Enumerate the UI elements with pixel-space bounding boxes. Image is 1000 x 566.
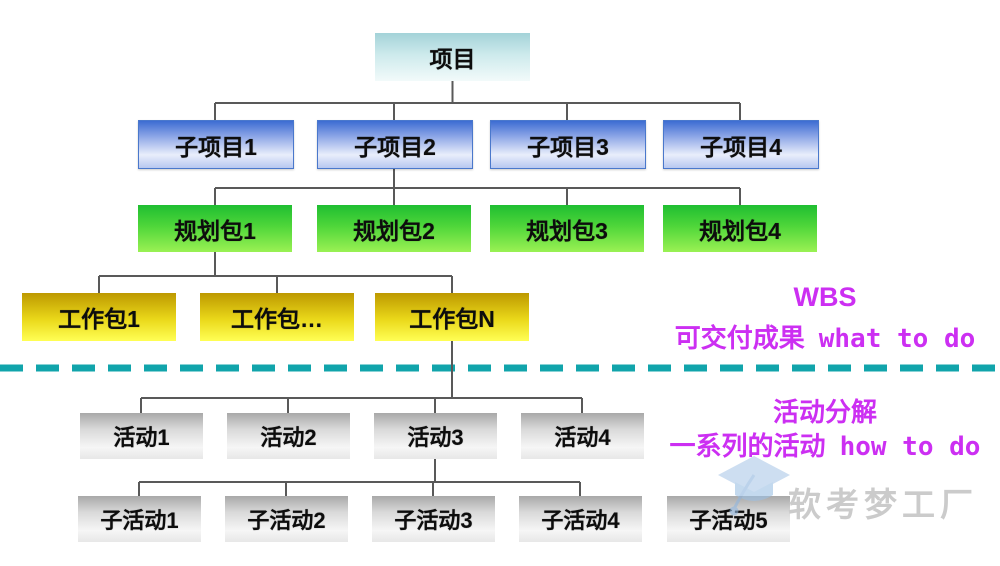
wbs-label: WBS xyxy=(793,282,857,312)
node-planning-package-1: 规划包1 xyxy=(138,205,292,252)
wbs-annotation-title: WBS xyxy=(650,282,1000,313)
node-activity-4: 活动4 xyxy=(521,413,644,459)
connector-project-subprojects xyxy=(214,81,741,120)
node-subproject-4: 子项目4 xyxy=(663,120,819,169)
node-planning-package-4: 规划包4 xyxy=(663,205,817,252)
connector-activity-subactivities xyxy=(138,459,581,496)
watermark-text: 软考梦工厂 xyxy=(788,486,978,523)
connector-workpackage-activities xyxy=(140,341,583,413)
node-work-package-n: 工作包N xyxy=(375,293,529,341)
node-work-package-1: 工作包1 xyxy=(22,293,176,341)
activity-annotation-line: 一系列的活动 how to do xyxy=(645,426,1000,463)
node-subactivity-5: 子活动5 xyxy=(667,496,790,542)
activity-annotation-title: 活动分解 xyxy=(650,392,1000,429)
wbs-what-to-do-text: what to do xyxy=(818,324,976,354)
graduation-cap-icon xyxy=(718,456,790,516)
wbs-deliverable-text: 可交付成果 xyxy=(674,323,805,353)
node-work-package-ellipsis: 工作包… xyxy=(200,293,354,341)
node-planning-package-2: 规划包2 xyxy=(317,205,471,252)
node-project: 项目 xyxy=(375,33,530,81)
wbs-annotation-line: 可交付成果 what to do xyxy=(645,318,1000,355)
activity-decomposition-label: 活动分解 xyxy=(772,397,877,427)
node-planning-package-3: 规划包3 xyxy=(490,205,644,252)
node-subproject-3: 子项目3 xyxy=(490,120,646,169)
node-subactivity-3: 子活动3 xyxy=(372,496,495,542)
node-activity-1: 活动1 xyxy=(80,413,203,459)
connector-planning-workpackages xyxy=(98,252,453,293)
node-subproject-1: 子项目1 xyxy=(138,120,294,169)
connector-subproject-planning xyxy=(214,167,741,205)
node-subproject-2: 子项目2 xyxy=(317,120,473,169)
activity-series-text: 一系列的活动 xyxy=(669,431,826,461)
node-activity-2: 活动2 xyxy=(227,413,350,459)
node-subactivity-2: 子活动2 xyxy=(225,496,348,542)
node-subactivity-1: 子活动1 xyxy=(78,496,201,542)
activity-how-to-do-text: how to do xyxy=(839,432,981,462)
node-activity-3: 活动3 xyxy=(374,413,497,459)
node-subactivity-4: 子活动4 xyxy=(519,496,642,542)
